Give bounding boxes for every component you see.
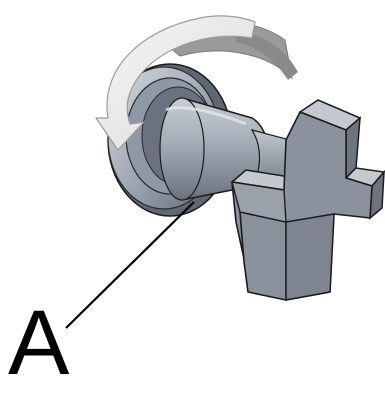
callout-label-a: A [8, 300, 88, 386]
